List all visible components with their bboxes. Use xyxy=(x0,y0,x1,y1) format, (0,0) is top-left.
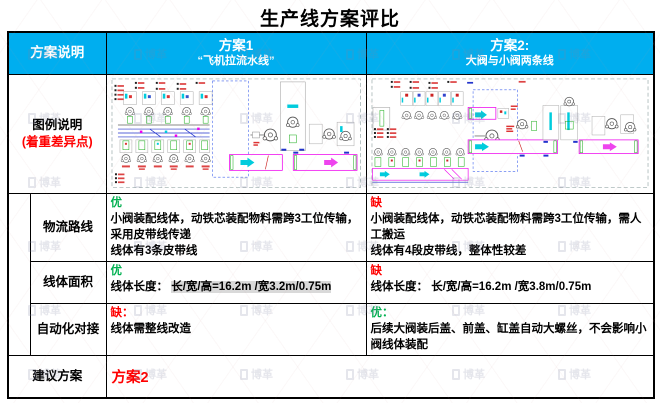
comparison-table: 方案说明 方案1 “飞机拉流水线” 方案2: 大阀与小阀两条线 图例说明 (着重… xyxy=(7,31,655,399)
plan2-area-prefix: 线体长度： xyxy=(370,280,432,293)
header-col-label: 方案说明 xyxy=(7,31,107,75)
plan1-logistics-line2: 线体有3条皮带线 xyxy=(110,244,198,257)
plan1-logistics-tag: 优 xyxy=(110,196,123,209)
plan2-logistics-line2: 线体有4段皮带线，整体性较差 xyxy=(370,244,527,257)
plan1-area-line: 线体长度： 长/宽/高=16.2m /宽3.2m/0.75m xyxy=(111,279,362,295)
plan1-diagram-cell xyxy=(105,73,367,194)
criteria-spine-cell xyxy=(7,192,31,357)
logistics-row: 物流路线 优 小阀装配线体，动铁芯装配物料需跨3工位传输，采用皮带线传递 线体有… xyxy=(7,192,655,357)
legend-row: 图例说明 (着重差异点) xyxy=(7,73,655,194)
page-title: 生产线方案评比 xyxy=(259,9,400,30)
header-col-label-text: 方案说明 xyxy=(30,44,85,60)
plan2-automation-cell: 优： 后续大阀装后盖、前盖、缸盖自动大螺丝，不会影响小阀线体装配 xyxy=(365,302,655,357)
plan1-area-prefix: 线体长度： xyxy=(110,280,172,293)
plan2-layout-diagram xyxy=(371,78,648,188)
plan2-title: 方案2: xyxy=(490,37,530,53)
plan2-area-line: 线体长度： 长/宽/高=16.2m /宽3.8m/0.75m xyxy=(371,279,650,295)
header-plan2: 方案2: 大阀与小阀两条线 xyxy=(365,31,655,75)
plan1-subtitle: “飞机拉流水线” xyxy=(197,54,275,67)
plan1-area-value: 长/宽/高=16.2m /宽3.2m/0.75m xyxy=(171,280,332,293)
recommendation-label: 建议方案 xyxy=(7,355,107,399)
plan2-automation-tag: 优： xyxy=(370,306,394,319)
plan1-layout-diagram xyxy=(111,78,361,188)
automation-row: 自动化对接 缺： 线体需整线改造 优： 后续大阀装后盖、前盖、缸盖自动大螺丝，不… xyxy=(8,302,655,357)
plan1-automation-tag: 缺： xyxy=(110,306,134,319)
plan2-area-value: 长/宽/高=16.2m /宽3.8m/0.75m xyxy=(431,280,592,293)
plan1-area-cell: 优 线体长度： 长/宽/高=16.2m /宽3.2m/0.75m xyxy=(105,260,367,304)
plan2-area-tag: 缺 xyxy=(370,264,383,277)
table-header-row: 方案说明 方案1 “飞机拉流水线” 方案2: 大阀与小阀两条线 xyxy=(7,31,655,75)
plan1-logistics-cell: 优 小阀装配线体，动铁芯装配物料需跨3工位传输，采用皮带线传递 线体有3条皮带线 xyxy=(105,192,367,262)
plan2-logistics-cell: 缺 小阀装配线体，动铁芯装配物料需跨3工位传输，需人工搬运 线体有4段皮带线，整… xyxy=(365,192,655,262)
plan2-diagram-cell xyxy=(365,73,655,194)
area-row: 线体面积 优 线体长度： 长/宽/高=16.2m /宽3.2m/0.75m 缺 … xyxy=(8,260,655,304)
automation-label: 自动化对接 xyxy=(29,302,107,357)
plan2-logistics-line1: 小阀装配线体，动铁芯装配物料需跨3工位传输，需人工搬运 xyxy=(370,212,642,241)
plan2-area-cell: 缺 线体长度： 长/宽/高=16.2m /宽3.8m/0.75m xyxy=(365,260,655,304)
plan2-automation-text: 后续大阀装后盖、前盖、缸盖自动大螺丝，不会影响小阀线体装配 xyxy=(370,322,647,352)
legend-label-cell: 图例说明 (着重差异点) xyxy=(7,73,107,194)
legend-label: 图例说明 xyxy=(32,117,83,132)
area-label: 线体面积 xyxy=(29,260,107,304)
header-plan1: 方案1 “飞机拉流水线” xyxy=(105,31,367,75)
recommendation-row: 建议方案 方案2 xyxy=(7,355,655,399)
plan1-automation-cell: 缺： 线体需整线改造 xyxy=(105,302,367,357)
legend-sublabel: (着重差异点) xyxy=(21,134,93,149)
recommendation-value: 方案2 xyxy=(105,355,655,399)
plan1-logistics-line1: 小阀装配线体，动铁芯装配物料需跨3工位传输，采用皮带线传递 xyxy=(110,212,359,241)
plan2-logistics-tag: 缺 xyxy=(370,196,383,209)
logistics-label: 物流路线 xyxy=(29,192,107,262)
plan2-subtitle: 大阀与小阀两条线 xyxy=(465,54,554,67)
plan1-automation-text: 线体需整线改造 xyxy=(110,322,192,335)
plan1-title: 方案1 xyxy=(218,37,254,53)
plan1-area-tag: 优 xyxy=(110,264,123,277)
